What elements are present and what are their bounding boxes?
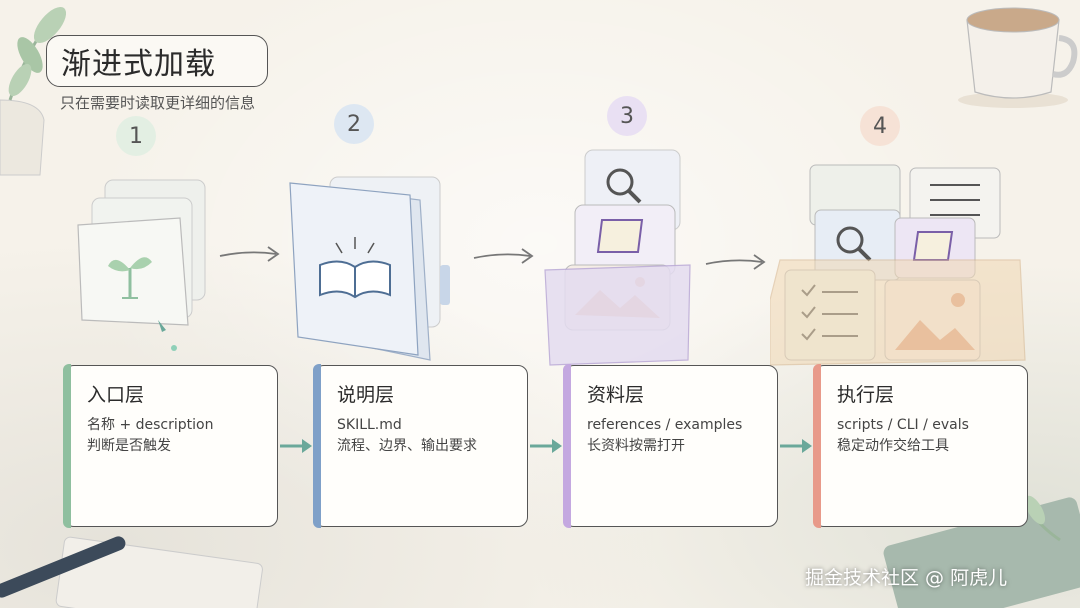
- layer-description: 稳定动作交给工具: [837, 436, 1015, 457]
- layer-description: 长资料按需打开: [587, 436, 765, 457]
- open-book-icon: [280, 165, 460, 365]
- search-scroll-image-icon: [540, 140, 700, 375]
- card-arrow-1-2: [280, 436, 314, 456]
- layer-card-resources: 资料层 references / examples 长资料按需打开: [564, 365, 778, 527]
- layer-card-accent: [313, 364, 321, 528]
- layer-card-instructions: 说明层 SKILL.md 流程、边界、输出要求: [314, 365, 528, 527]
- layer-card-accent: [63, 364, 71, 528]
- toolbox-icon: [770, 160, 1030, 370]
- layer-name: 资料层: [587, 380, 765, 407]
- layer-description: 判断是否触发: [87, 436, 265, 457]
- card-arrow-3-4: [780, 436, 814, 456]
- step-1-badge: 1: [116, 116, 156, 156]
- layer-card-accent: [563, 364, 571, 528]
- plant-pot-icon: [0, 0, 80, 180]
- flow-arrow-3-4: [704, 252, 768, 272]
- step-4-badge: 4: [860, 106, 900, 146]
- layer-name: 入口层: [87, 380, 265, 407]
- layer-name: 执行层: [837, 380, 1015, 407]
- layer-detail: SKILL.md: [337, 415, 515, 436]
- layer-card-entry: 入口层 名称 + description 判断是否触发: [64, 365, 278, 527]
- notebook-pen-icon: [0, 520, 270, 608]
- layer-detail: scripts / CLI / evals: [837, 415, 1015, 436]
- layer-name: 说明层: [337, 380, 515, 407]
- flow-arrow-2-3: [472, 246, 536, 266]
- layer-description: 流程、边界、输出要求: [337, 436, 515, 457]
- sprout-icon: [70, 170, 220, 360]
- coffee-cup-icon: [955, 0, 1080, 110]
- layer-card-execution: 执行层 scripts / CLI / evals 稳定动作交给工具: [814, 365, 1028, 527]
- watermark: 掘金技术社区 @ 阿虎儿: [805, 563, 1007, 590]
- card-arrow-2-3: [530, 436, 564, 456]
- page-subtitle: 只在需要时读取更详细的信息: [60, 92, 255, 113]
- step-3-badge: 3: [607, 96, 647, 136]
- step-2-badge: 2: [334, 104, 374, 144]
- layer-card-accent: [813, 364, 821, 528]
- flow-arrow-1-2: [218, 244, 282, 264]
- page-title: 渐进式加载: [46, 35, 268, 87]
- layer-detail: references / examples: [587, 415, 765, 436]
- layer-detail: 名称 + description: [87, 415, 265, 436]
